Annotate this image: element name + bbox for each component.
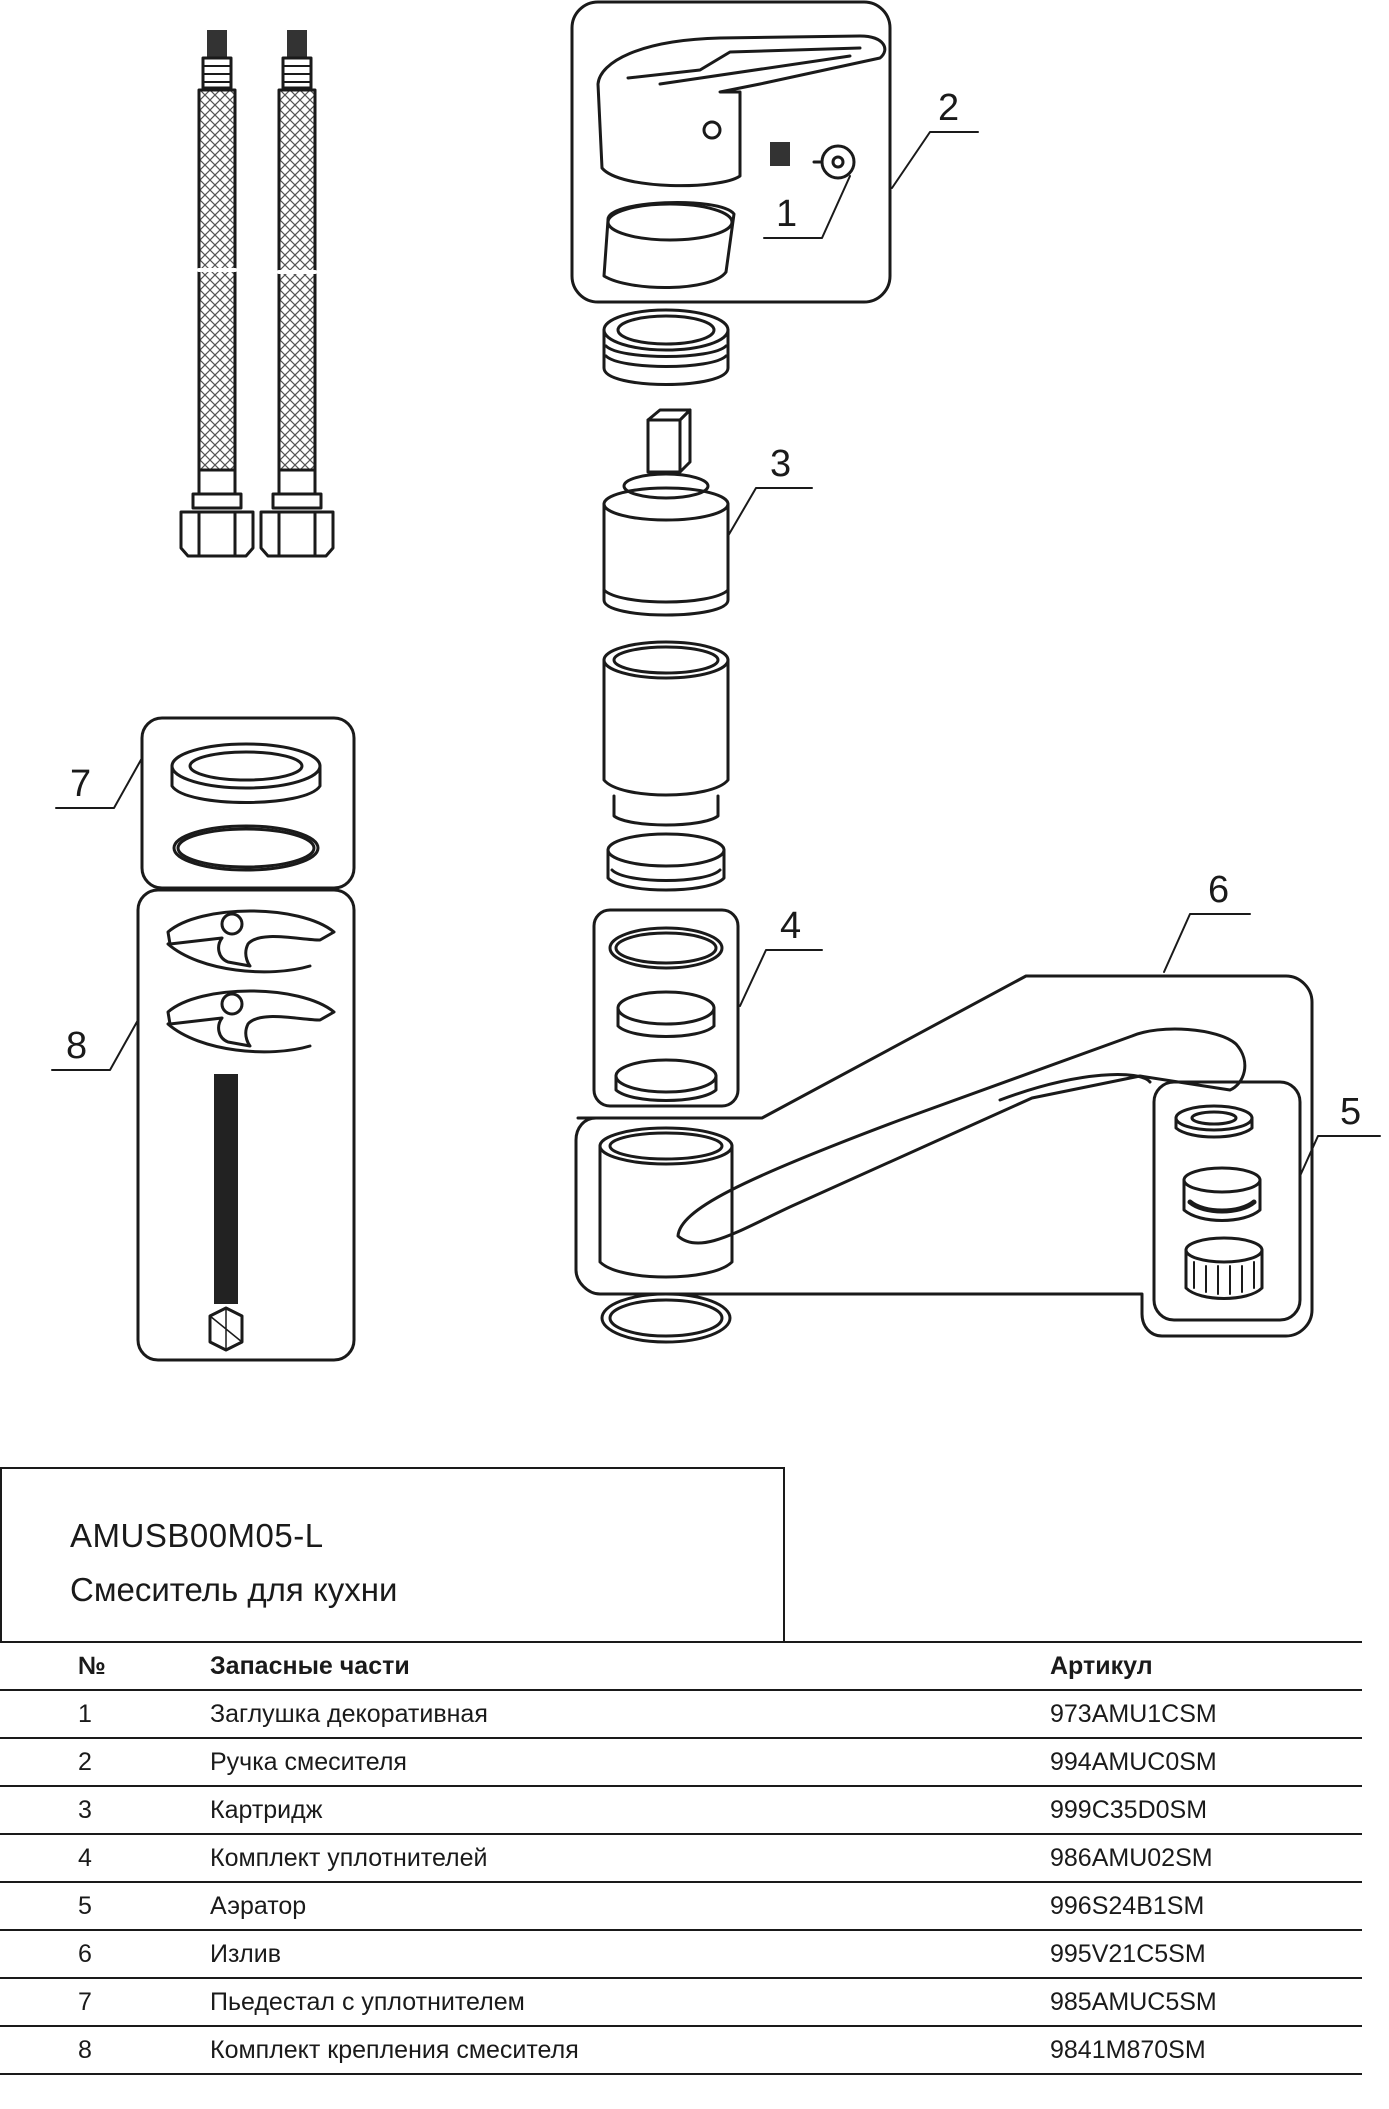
spare-parts-table: № Запасные части Артикул 1 Заглушка деко… xyxy=(0,1641,1362,2075)
row-part-name: Аэратор xyxy=(210,1881,1050,1931)
model-number: AMUSB00M05-L xyxy=(70,1517,324,1554)
row-article: 994AMUC0SM xyxy=(1050,1737,1362,1787)
product-subtitle: Смеситель для кухни xyxy=(70,1571,398,1608)
row-number: 3 xyxy=(0,1785,210,1835)
row-number: 2 xyxy=(0,1737,210,1787)
aerator-frame xyxy=(1152,1080,1302,1322)
table-header-row: № Запасные части Артикул xyxy=(0,1641,1362,1691)
body-sleeve xyxy=(602,640,730,892)
column-header-article: Артикул xyxy=(1050,1641,1362,1691)
title-block: AMUSB00M05-L Смеситель для кухни xyxy=(0,1467,785,1641)
pedestal-frame xyxy=(140,716,356,890)
table-row: 8 Комплект крепления смесителя 9841M870S… xyxy=(0,2025,1362,2075)
callout-2: 2 xyxy=(938,87,959,129)
mounting-kit-frame xyxy=(136,888,356,1362)
spout xyxy=(598,1027,1247,1279)
table-row: 3 Картридж 999C35D0SM xyxy=(0,1785,1362,1835)
seal-kit xyxy=(592,908,740,1108)
row-part-name: Картридж xyxy=(210,1785,1050,1835)
table-row: 7 Пьедестал с уплотнителем 985AMUC5SM xyxy=(0,1977,1362,2027)
column-header-part: Запасные части xyxy=(210,1641,1050,1691)
exploded-view-diagram: 1 2 3 4 5 6 7 8 xyxy=(51,0,1381,1362)
row-article: 985AMUC5SM xyxy=(1050,1977,1362,2027)
row-article: 996S24B1SM xyxy=(1050,1881,1362,1931)
base-seal xyxy=(600,1292,732,1344)
mounting-kit xyxy=(166,909,336,1352)
callout-8: 8 xyxy=(66,1025,87,1067)
table-row: 1 Заглушка декоративная 973AMU1CSM xyxy=(0,1689,1362,1739)
callout-1: 1 xyxy=(776,193,797,235)
row-part-name: Пьедестал с уплотнителем xyxy=(210,1977,1050,2027)
row-article: 973AMU1CSM xyxy=(1050,1689,1362,1739)
row-article: 9841M870SM xyxy=(1050,2025,1362,2075)
spout-frame xyxy=(574,974,1314,1338)
row-number: 6 xyxy=(0,1929,210,1979)
callout-5: 5 xyxy=(1340,1091,1361,1133)
table-row: 6 Излив 995V21C5SM xyxy=(0,1929,1362,1979)
row-article: 999C35D0SM xyxy=(1050,1785,1362,1835)
callout-7: 7 xyxy=(70,763,91,805)
row-number: 8 xyxy=(0,2025,210,2075)
aerator xyxy=(1174,1104,1264,1300)
cartridge xyxy=(602,408,730,617)
row-number: 1 xyxy=(0,1689,210,1739)
row-part-name: Комплект уплотнителей xyxy=(210,1833,1050,1883)
decorative-plug xyxy=(770,142,856,180)
callout-3: 3 xyxy=(770,443,791,485)
leader-lines xyxy=(51,131,1381,1177)
row-number: 4 xyxy=(0,1833,210,1883)
row-part-name: Заглушка декоративная xyxy=(210,1689,1050,1739)
table-row: 5 Аэратор 996S24B1SM xyxy=(0,1881,1362,1931)
row-part-name: Комплект крепления смесителя xyxy=(210,2025,1050,2075)
flexible-hoses xyxy=(179,30,335,558)
table-row: 4 Комплект уплотнителей 986AMU02SM xyxy=(0,1833,1362,1883)
row-article: 986AMU02SM xyxy=(1050,1833,1362,1883)
column-header-number: № xyxy=(0,1641,210,1691)
mixer-handle xyxy=(596,34,887,289)
callout-4: 4 xyxy=(780,905,801,947)
row-number: 5 xyxy=(0,1881,210,1931)
row-article: 995V21C5SM xyxy=(1050,1929,1362,1979)
cartridge-nut xyxy=(602,308,730,386)
row-part-name: Излив xyxy=(210,1929,1050,1979)
row-part-name: Ручка смесителя xyxy=(210,1737,1050,1787)
pedestal xyxy=(170,742,322,872)
callout-6: 6 xyxy=(1208,869,1229,911)
handle-group-frame xyxy=(570,0,892,304)
row-number: 7 xyxy=(0,1977,210,2027)
table-row: 2 Ручка смесителя 994AMUC0SM xyxy=(0,1737,1362,1787)
